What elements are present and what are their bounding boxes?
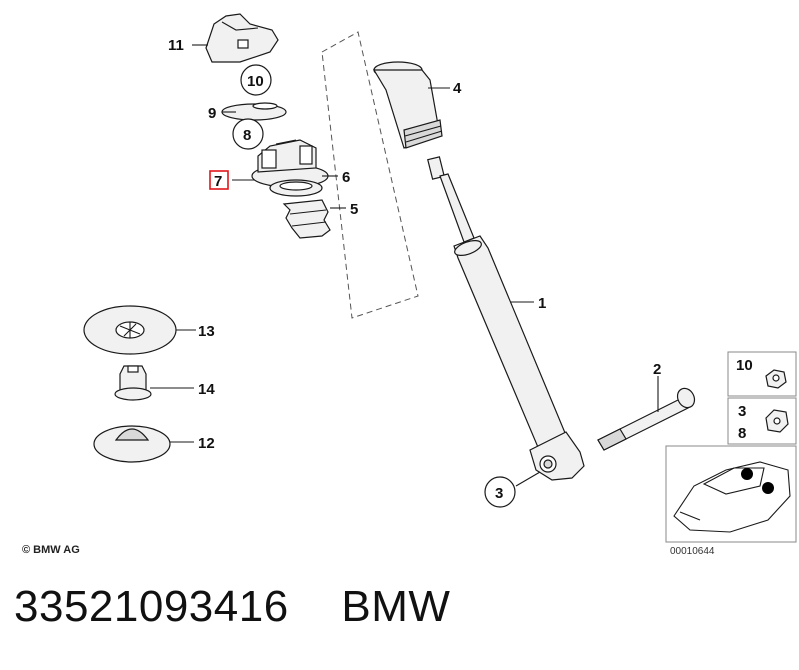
- copyright-label: © BMW AG: [22, 544, 80, 556]
- callout-8-circle: 8: [232, 118, 264, 150]
- callout-1: 1: [538, 295, 546, 312]
- part-6-ring: [269, 179, 323, 197]
- location-marker-1: [741, 468, 753, 480]
- part-14-cap: [114, 365, 152, 401]
- part-number: 33521093416: [14, 582, 289, 631]
- callout-6: 6: [342, 169, 350, 186]
- part-1-shock-absorber: [427, 156, 585, 481]
- leader-3: [515, 471, 541, 487]
- callout-2: 2: [653, 361, 661, 378]
- parts-diagram: 11 10 9 8 7 6 5: [22, 13, 797, 557]
- part-11-top-mount: [205, 13, 279, 63]
- location-marker-2: [762, 482, 774, 494]
- legend-label-8: 8: [738, 425, 746, 442]
- callout-7: 7: [214, 173, 222, 190]
- part-4-protective-tube: [372, 61, 443, 149]
- callout-8: 8: [243, 127, 251, 144]
- callout-13: 13: [198, 323, 215, 340]
- callout-9: 9: [208, 105, 216, 122]
- callout-5: 5: [350, 201, 358, 218]
- callout-3-circle: 3: [484, 476, 516, 508]
- part-2-bolt: [597, 387, 696, 451]
- brand-name: BMW: [341, 582, 451, 631]
- callout-10: 10: [247, 73, 264, 90]
- legend-box-locknut: 3 8: [727, 397, 797, 445]
- callout-3: 3: [495, 485, 503, 502]
- callout-4: 4: [453, 80, 462, 97]
- callout-7-highlight: [209, 170, 229, 190]
- diagram-code: 00010644: [670, 546, 715, 557]
- assembly-outline: [321, 31, 419, 319]
- callout-10-circle: 10: [240, 64, 272, 96]
- legend-box-nut: 10: [727, 351, 797, 397]
- legend-label-3: 3: [738, 403, 746, 420]
- part-12-dome-cap: [93, 425, 171, 463]
- footer-caption: 33521093416 BMW: [14, 582, 450, 632]
- callout-11: 11: [168, 37, 184, 54]
- car-thumbnail: [665, 445, 797, 543]
- callout-12: 12: [198, 435, 215, 452]
- callout-14: 14: [198, 381, 215, 398]
- part-5-bump-stop: [282, 199, 331, 239]
- legend-label-10: 10: [736, 357, 753, 374]
- part-13-cover-disc: [83, 305, 177, 355]
